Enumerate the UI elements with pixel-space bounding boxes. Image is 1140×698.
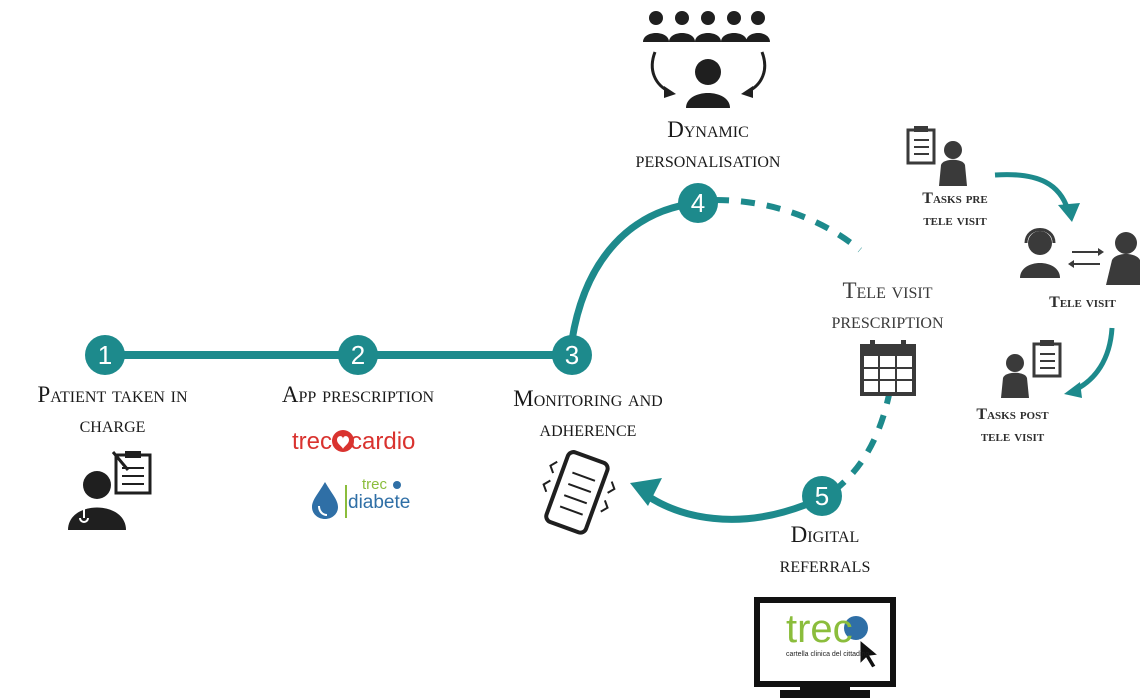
group-people-icon [643, 11, 770, 42]
monitor-trec-logo: trec cartella clinica del cittadino [786, 608, 869, 659]
step-label-2-line1: App prescription [281, 382, 435, 407]
televisit-arrow-post [1073, 327, 1115, 393]
televisit-prescription-line1: Tele visit [842, 278, 933, 303]
clipboard-icon-post [1032, 340, 1062, 378]
monitor-caption: cartella clinica del cittadino [786, 651, 870, 658]
tasks-post-label: Tasks post tele visit [955, 404, 1070, 448]
step-node-5: 5 [802, 476, 842, 516]
patient-call-icon [1106, 232, 1140, 285]
step-label-2: App prescription [243, 380, 473, 410]
televisit-label: Tele visit [1025, 292, 1140, 314]
tasks-pre-line1: Tasks pre [922, 190, 988, 207]
tasks-post-line1: Tasks post [976, 406, 1049, 423]
step-label-1-line1: Patient taken in [37, 382, 188, 407]
treccardio-trec: trec [292, 428, 333, 455]
cycle-arc-dashed-5 [833, 389, 893, 493]
drop-icon [312, 481, 401, 519]
treccardio-logo: trec cardio [292, 428, 415, 456]
cycle-arc-4-dashed [714, 197, 862, 253]
cycle-arc-5-3 [639, 489, 807, 523]
heart-icon [332, 430, 354, 452]
cycle-arc-3-4 [568, 199, 699, 341]
call-agent-icon [1020, 228, 1060, 278]
step-node-1: 1 [85, 335, 125, 375]
step-label-3-line2: adherence [539, 416, 637, 441]
tasks-post-line2: tele visit [980, 428, 1045, 445]
clipboard-icon-pre [906, 126, 936, 165]
person-icon-pre [939, 141, 967, 186]
doctor-clipboard-icon [68, 451, 152, 530]
tasks-pre-label: Tasks pre tele visit [895, 188, 1015, 232]
step-label-5: Digital referrals [725, 520, 925, 580]
cycle-arrowhead [630, 478, 662, 506]
step-label-4-line2: personalisation [635, 147, 781, 172]
person-circle-arrows-icon [650, 51, 767, 108]
step-label-1: Patient taken in charge [0, 380, 225, 440]
tasks-pre-line2: tele visit [923, 212, 987, 229]
exchange-arrows-icon [1068, 248, 1104, 268]
step-label-5-line1: Digital [790, 522, 860, 547]
step-label-3-line1: Monitoring and [513, 386, 663, 411]
checklist-phone-icon [542, 450, 616, 535]
calendar-icon [860, 340, 916, 396]
step-number-1: 1 [98, 340, 112, 370]
step-node-3: 3 [552, 335, 592, 375]
person-icon-post [1001, 354, 1029, 398]
treccardio-cardio: cardio [350, 428, 416, 455]
step-label-1-line2: charge [79, 412, 146, 437]
step-node-4: 4 [678, 183, 718, 223]
televisit-text: Tele visit [1049, 294, 1116, 311]
step-label-4: Dynamic personalisation [598, 115, 818, 175]
step-label-3: Monitoring and adherence [477, 384, 699, 444]
televisit-prescription-line2: prescription [831, 308, 944, 333]
step-number-3: 3 [565, 340, 579, 370]
step-node-2: 2 [338, 335, 378, 375]
televisit-arrowhead-post [1064, 382, 1082, 398]
trecdiabete-logo: trec diabete [348, 476, 411, 514]
step-number-4: 4 [691, 188, 705, 218]
step-number-5: 5 [815, 481, 829, 511]
step-label-4-line1: Dynamic [667, 117, 749, 142]
televisit-arrowhead-pre [1058, 203, 1080, 222]
cursor-icon [859, 638, 880, 669]
monitor-brand: trec [786, 607, 853, 651]
step-label-5-line2: referrals [779, 552, 871, 577]
trecdiabete-trec: trec [362, 476, 388, 493]
step-number-2: 2 [351, 340, 365, 370]
televisit-prescription-label: Tele visit prescription [795, 276, 980, 336]
trecdiabete-diabete: diabete [348, 492, 411, 513]
monitor-icon [754, 597, 896, 698]
televisit-arrow-pre [994, 172, 1071, 211]
